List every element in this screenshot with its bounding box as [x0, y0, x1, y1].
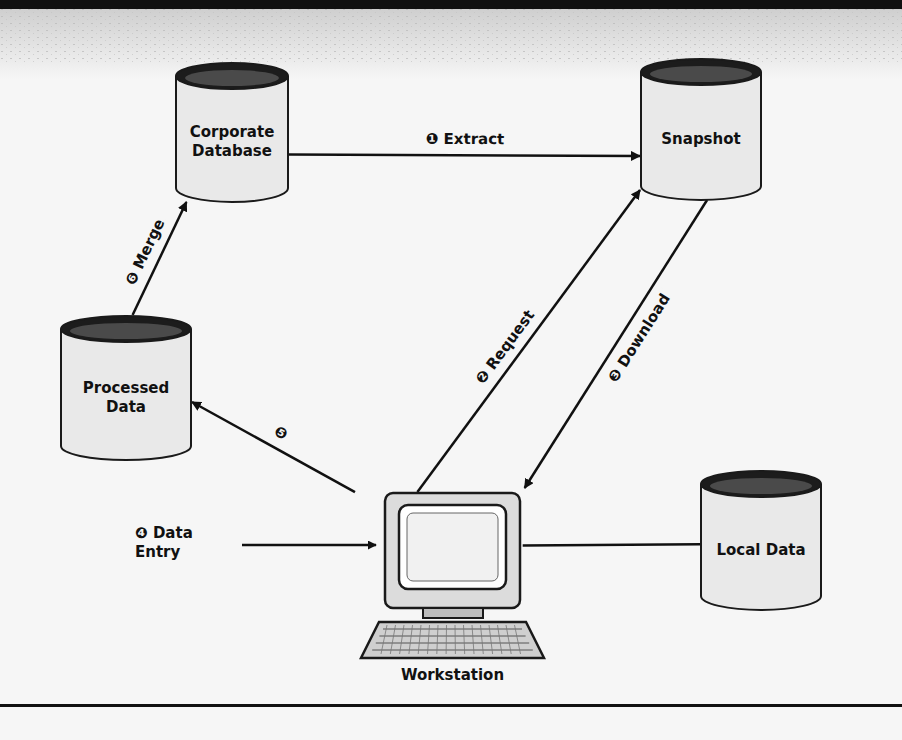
- keyboard-row: [372, 650, 533, 651]
- cylinder-top: [61, 316, 191, 342]
- band-texture: [0, 9, 902, 64]
- cylinder-body: [641, 72, 761, 200]
- cylinder-top: [641, 59, 761, 85]
- keyboard-key-divider: [437, 625, 438, 654]
- keyboard-key-divider: [400, 625, 404, 654]
- cylinder-outline: [700, 470, 822, 610]
- top-rule: [0, 0, 902, 9]
- keyboard-key-divider: [446, 625, 447, 654]
- cylinder-body: [176, 76, 288, 202]
- keyboard-row: [379, 636, 525, 637]
- cylinder-top: [701, 471, 821, 497]
- top-band: [0, 9, 902, 79]
- store-label: Snapshot: [648, 130, 754, 149]
- flow-arrow: [417, 190, 640, 492]
- callout-label: ❹ Data Entry: [135, 524, 235, 562]
- cylinder-top: [176, 63, 288, 89]
- edge-label: ❺: [269, 421, 294, 446]
- data-entry-arrow: [242, 544, 376, 547]
- monitor-screen: [399, 505, 506, 589]
- keyboard-key-divider: [515, 625, 521, 654]
- keyboard-key-divider: [390, 625, 395, 654]
- screen-glass: [407, 513, 498, 581]
- edge-label: ❷ Request: [470, 304, 540, 390]
- database-cylinder: Corporate Database: [175, 62, 289, 202]
- keyboard-key-divider: [428, 625, 430, 654]
- computer-illustration: [355, 488, 550, 664]
- keyboard-key-divider: [418, 625, 421, 654]
- keyboard-key-divider: [464, 625, 465, 654]
- flow-arrow: [523, 544, 700, 545]
- workstation-label: Workstation: [355, 666, 550, 685]
- store-label: Processed Data: [68, 379, 184, 417]
- cylinder-top-inner: [650, 66, 752, 82]
- keyboard-key-divider: [455, 625, 456, 654]
- cylinder-outline: [640, 58, 762, 200]
- database-cylinder: Snapshot: [640, 58, 762, 200]
- edge-label: ❶ Extract: [422, 130, 507, 148]
- cylinder-body: [701, 484, 821, 610]
- monitor-body: [385, 493, 520, 608]
- keyboard-key-divider: [498, 625, 502, 654]
- keyboard-key-divider: [472, 625, 474, 654]
- edge-label: ❻ Merge: [120, 213, 169, 291]
- cylinder-body: [61, 329, 191, 460]
- keyboard-key-divider: [506, 625, 511, 654]
- database-cylinder: Processed Data: [60, 315, 192, 460]
- store-label: Local Data: [708, 541, 814, 560]
- keyboard-key-divider: [481, 625, 484, 654]
- keyboard-key-divider: [381, 625, 387, 654]
- keyboard-key-divider: [489, 625, 493, 654]
- flow-arrow: [289, 154, 640, 156]
- bottom-rule: [0, 704, 902, 707]
- keyboard-key-divider: [409, 625, 413, 654]
- keyboard-row: [376, 643, 529, 644]
- monitor-stand: [423, 608, 483, 618]
- store-label: Corporate Database: [183, 123, 281, 161]
- cylinder-top-inner: [70, 323, 182, 339]
- flow-arrow: [192, 402, 355, 492]
- cylinder-top-inner: [710, 478, 812, 494]
- keyboard: [361, 622, 544, 658]
- database-cylinder: Local Data: [700, 470, 822, 610]
- cylinder-top-inner: [185, 70, 279, 86]
- flow-arrow: [525, 200, 707, 488]
- workstation-computer: Workstation: [355, 488, 550, 693]
- edge-label: ❸ Download: [602, 288, 675, 388]
